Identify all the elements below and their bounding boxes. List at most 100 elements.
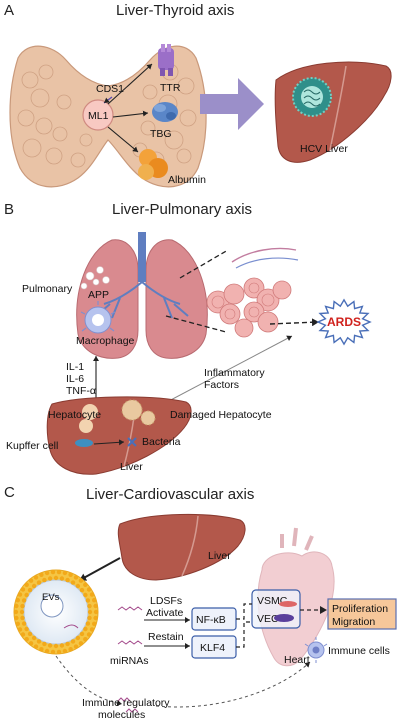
ttr-protein-icon — [158, 44, 174, 76]
ev-membrane-dot — [78, 578, 84, 583]
ev-membrane-dot — [28, 641, 34, 646]
ev-membrane-dot — [87, 603, 92, 609]
ev-membrane-dot — [36, 639, 42, 644]
liver-c-label: Liver — [208, 550, 231, 562]
ev-membrane-dot — [73, 644, 79, 649]
kupffer-label: Kupffer cell — [6, 440, 58, 452]
ev-membrane-dot — [42, 641, 47, 647]
ev-membrane-dot — [78, 641, 84, 646]
panel-a-letter: A — [4, 2, 14, 19]
ev-membrane-dot — [33, 575, 39, 580]
proliferation-label: Proliferation — [332, 603, 388, 615]
tnf-label: TNF-α — [66, 385, 96, 397]
il6-label: IL-6 — [66, 373, 84, 385]
ev-membrane-dot — [14, 615, 19, 621]
ev-membrane-dot — [89, 592, 95, 597]
ev-membrane-dot — [53, 643, 59, 649]
ev-membrane-dot — [24, 582, 29, 587]
ev-membrane-dot — [93, 609, 99, 615]
ev-membrane-dot — [21, 621, 27, 626]
ev-membrane-dot — [24, 626, 29, 632]
ev-membrane-dot — [50, 569, 56, 575]
immune-cells-label: Immune cells — [328, 645, 390, 657]
damaged-hepatocyte-label: Damaged Hepatocyte — [170, 409, 272, 421]
ev-membrane-dot — [68, 647, 73, 652]
ev-membrane-dot — [13, 609, 19, 615]
ev-membrane-dot — [27, 631, 33, 637]
ev-membrane-dot — [89, 627, 95, 632]
mirna-icons — [117, 606, 143, 713]
ev-membrane-dot — [79, 631, 85, 637]
tbg-label: TBG — [150, 128, 172, 140]
panel-b-title: Liver-Pulmonary axis — [112, 201, 252, 218]
mirnas-label: miRNAs — [110, 655, 149, 667]
macrophage-cell — [80, 301, 116, 334]
evs-label: EVs — [42, 592, 60, 603]
nfkb-label: NF-κB — [196, 614, 226, 626]
ev-membrane-dot — [31, 635, 37, 641]
panel-c: C Liver-Cardiovascular axis Liver EVs mi… — [4, 484, 397, 721]
hepatocyte-label: Hepatocyte — [48, 409, 101, 421]
ev-membrane-dot — [21, 598, 27, 603]
ev-membrane-dot — [17, 592, 23, 597]
bacteria-label: Bacteria — [142, 436, 181, 448]
panel-b-letter: B — [4, 201, 14, 218]
ev-membrane-dot — [83, 637, 88, 642]
ev-membrane-dot — [56, 569, 62, 575]
ev-membrane-dot — [27, 587, 33, 593]
ev-membrane-dot — [28, 578, 34, 583]
restain-label: Restain — [148, 631, 184, 643]
ev-membrane-dot — [93, 615, 98, 621]
ev-membrane-dot — [19, 609, 25, 615]
ev-membrane-dot — [31, 583, 37, 589]
ev-membrane-dot — [50, 649, 56, 655]
big-arrow — [200, 78, 264, 130]
ev-membrane-dot — [75, 635, 81, 641]
cds1-label: CDS1 — [96, 83, 124, 95]
ev-membrane-dot — [14, 603, 19, 609]
ev-membrane-dot — [20, 615, 25, 621]
macrophage-label: Macrophage — [76, 335, 135, 347]
ev-membrane-dot — [73, 575, 79, 580]
ev-membrane-dot — [47, 643, 53, 648]
immune-reg-label-line1: Immune regulatory — [82, 697, 170, 709]
ev-membrane-dot — [87, 609, 93, 615]
ev-membrane-dot — [47, 576, 53, 581]
ev-membrane-dot — [70, 580, 76, 585]
hcv-liver-label: HCV Liver — [300, 143, 348, 155]
ev-membrane-dot — [83, 592, 88, 598]
vec-label: VEC — [257, 613, 279, 625]
ev-membrane-dot — [44, 648, 50, 654]
klf4-label: KLF4 — [200, 642, 225, 654]
ev-membrane-dot — [92, 621, 97, 626]
ev-membrane-dot — [62, 648, 68, 654]
liver-panel-c — [117, 513, 246, 581]
ev-membrane-dot — [59, 643, 65, 648]
ev-membrane-dot — [15, 621, 20, 626]
ml1-label: ML1 — [88, 110, 109, 122]
activate-label: Activate — [146, 607, 184, 619]
liver-b-label: Liver — [120, 461, 143, 473]
ev-membrane-dot — [39, 572, 44, 577]
ev-membrane-dot — [59, 576, 65, 581]
heart-label: Heart — [284, 654, 310, 666]
ev-membrane-dot — [86, 632, 92, 637]
ev-membrane-dot — [85, 621, 91, 626]
panel-a-title: Liver-Thyroid axis — [116, 2, 234, 19]
ev-membrane-dot — [33, 644, 39, 649]
ev-membrane-dot — [65, 641, 70, 647]
ev-membrane-dot — [86, 587, 92, 592]
albumin-protein-icon — [138, 149, 168, 180]
ev-membrane-dot — [92, 598, 97, 603]
pulmonary-label: Pulmonary — [22, 283, 73, 295]
ev-membrane-dot — [36, 580, 42, 585]
ev-membrane-dot — [65, 577, 70, 583]
ttr-label: TTR — [160, 82, 181, 94]
ev-membrane-dot — [24, 637, 29, 642]
panel-b: B Liver-Pulmonary axis APP — [4, 201, 372, 475]
inflammatory-label-line1: Inflammatory — [204, 367, 265, 379]
ldsfs-label: LDSFs — [150, 595, 182, 607]
immune-reg-label-line2: molecules — [98, 709, 145, 721]
ards-label: ARDS — [327, 315, 361, 329]
